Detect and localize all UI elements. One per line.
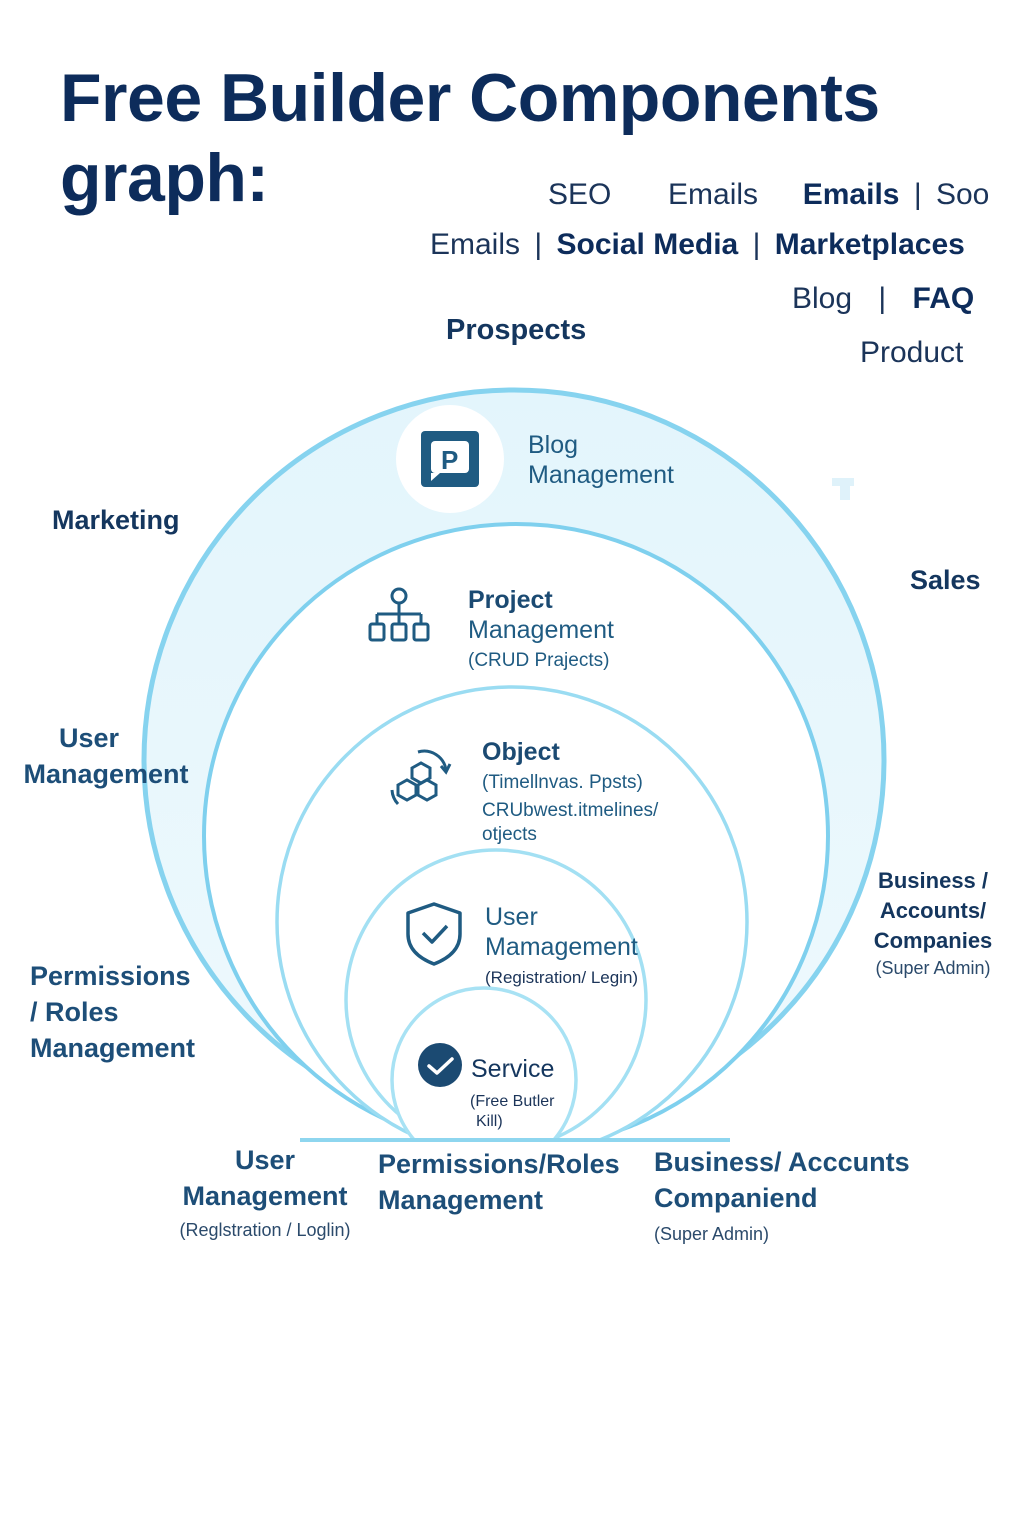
- channel-marketplaces: Marketplaces: [774, 228, 965, 261]
- shield-check-icon: [406, 902, 462, 966]
- service-sub-line1: (Free Butler: [470, 1093, 555, 1110]
- bottom-user-sub: (Reglstration / Loglin): [179, 1220, 351, 1240]
- side-permissions: Permissions / Roles Management: [30, 958, 195, 1066]
- channel-blog: Blog: [792, 282, 853, 315]
- service-sub: (Free Butler Kill): [470, 1092, 554, 1132]
- bottom-user-line1: User: [234, 1145, 296, 1175]
- project-label: Project Management (CRUD Prajects): [468, 585, 614, 673]
- separator: |: [878, 282, 887, 315]
- side-business-line2: Accounts/: [879, 898, 987, 923]
- hexagon-cycle-icon: [390, 749, 452, 806]
- channel-faq: FAQ: [912, 282, 975, 315]
- channel-seo: SEO: [548, 178, 612, 211]
- channel-social-media: Social Media: [556, 228, 739, 261]
- side-permissions-line3: Management: [30, 1033, 196, 1063]
- blog-label-line1: Blog: [528, 431, 579, 459]
- bottom-biz-sub: (Super Admin): [654, 1224, 770, 1244]
- project-label-line2: Management: [468, 616, 614, 644]
- channel-product: Product: [860, 336, 964, 369]
- p-badge-icon: P: [421, 431, 479, 487]
- decorative-mark: [832, 478, 854, 500]
- svg-text:P: P: [441, 445, 458, 475]
- service-label-line1: Service: [471, 1055, 555, 1083]
- object-label: Object (Timellnvas. Ppsts) CRUbwest.itme…: [482, 737, 658, 847]
- blog-label-line2: Management: [528, 461, 674, 489]
- project-label-sub: (CRUD Prajects): [468, 650, 610, 671]
- user-ring-label-line2: Mamagement: [485, 933, 638, 961]
- side-business-sub: (Super Admin): [875, 958, 991, 978]
- user-ring-label: User Mamagement (Registration/ Legin): [485, 902, 638, 990]
- user-ring-label-sub: (Registration/ Legin): [485, 968, 639, 987]
- separator: |: [752, 228, 761, 261]
- object-label-line1: Object: [482, 738, 560, 766]
- side-permissions-line1: Permissions: [30, 961, 191, 991]
- separator: |: [913, 178, 922, 211]
- channels-row-1: SEO Emails Emails | Soo: [548, 178, 989, 212]
- blog-label: Blog Management: [528, 430, 674, 490]
- side-business: Business / Accounts/ Companies (Super Ad…: [862, 866, 1004, 980]
- side-permissions-line2: / Roles: [30, 997, 119, 1027]
- side-user-management-line2: Management: [23, 759, 189, 789]
- side-user-management-line1: User: [58, 723, 120, 753]
- side-business-line3: Companies: [873, 928, 993, 953]
- side-user-management: User Management: [16, 720, 196, 792]
- channel-emails-bold: Emails: [802, 178, 900, 211]
- channel-soo: Soo: [935, 178, 990, 211]
- project-label-line1: Project: [468, 586, 553, 614]
- object-label-sub2: CRUbwest.itmelines/: [482, 800, 659, 821]
- bottom-perm-line2: Management: [378, 1185, 544, 1215]
- separator: |: [534, 228, 543, 261]
- bottom-perm-line1: Permissions/Roles: [378, 1149, 620, 1179]
- service-label: Service: [471, 1054, 554, 1084]
- sales-label: Sales: [910, 565, 981, 595]
- bottom-user-management: User Management (Reglstration / Loglin): [170, 1142, 360, 1242]
- channel-emails: Emails: [668, 178, 759, 211]
- bottom-business: Business/ Acccunts Companiend (Super Adm…: [654, 1144, 910, 1246]
- bottom-permissions: Permissions/Roles Management: [378, 1146, 620, 1218]
- sitemap-icon: [368, 587, 430, 642]
- user-ring-label-line1: User: [485, 903, 538, 931]
- prospects-label: Prospects: [446, 314, 587, 346]
- page-title: Free Builder Components graph:: [60, 60, 880, 216]
- bottom-biz-line2: Companiend: [654, 1183, 818, 1213]
- marketing-label: Marketing: [52, 505, 180, 535]
- object-label-sub3: otjects: [482, 824, 537, 845]
- bottom-user-line2: Management: [182, 1181, 348, 1211]
- object-label-sub1: (Timellnvas. Ppsts): [482, 772, 643, 793]
- channels-row-2: Emails | Social Media | Marketplaces: [430, 228, 965, 262]
- service-sub-line2: Kill): [476, 1113, 503, 1130]
- check-circle-icon: [418, 1043, 462, 1087]
- channels-row-3: Blog | FAQ: [792, 282, 974, 316]
- bottom-biz-line1: Business/ Acccunts: [654, 1147, 910, 1177]
- side-business-line1: Business /: [877, 868, 989, 893]
- channel-emails-2: Emails: [430, 228, 521, 261]
